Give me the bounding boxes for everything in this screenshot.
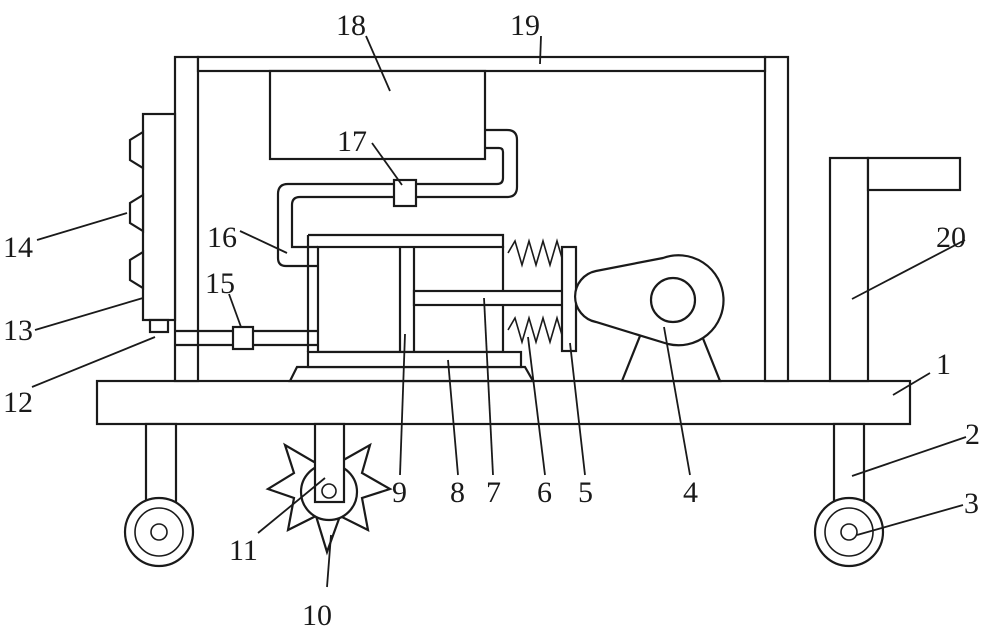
leader-lines [31,35,967,588]
label-5: 5 [578,476,593,509]
label-9: 9 [392,476,407,509]
label-6: 6 [537,476,552,509]
label-3: 3 [964,487,979,520]
right-leg [813,422,885,568]
label-7: 7 [486,476,501,509]
label-17: 17 [337,125,367,158]
label-15: 15 [205,267,235,300]
valve [392,178,418,208]
label-2: 2 [965,418,980,451]
push-plate [560,245,578,353]
star-roller [265,422,393,556]
label-8: 8 [450,476,465,509]
springs [507,238,571,345]
cam [574,254,725,383]
pipe-15 [174,325,318,351]
cylinder [288,233,535,383]
tank [268,69,487,161]
number-labels: 1 2 3 4 5 6 7 8 9 10 11 12 13 14 15 16 1… [3,9,980,632]
label-16: 16 [207,221,237,254]
label-1: 1 [936,348,951,381]
label-19: 19 [510,9,540,42]
piston-rod [412,289,566,307]
label-18: 18 [336,9,366,42]
handle [828,156,962,383]
label-20: 20 [936,221,966,254]
label-13: 13 [3,314,33,347]
base-platform [95,379,912,426]
pipe [276,128,519,268]
label-14: 14 [3,231,33,264]
label-12: 12 [3,386,33,419]
frame [173,55,790,383]
label-4: 4 [683,476,698,509]
label-11: 11 [229,534,258,567]
label-10: 10 [302,599,332,632]
left-leg [123,422,195,568]
side-box [128,112,177,334]
